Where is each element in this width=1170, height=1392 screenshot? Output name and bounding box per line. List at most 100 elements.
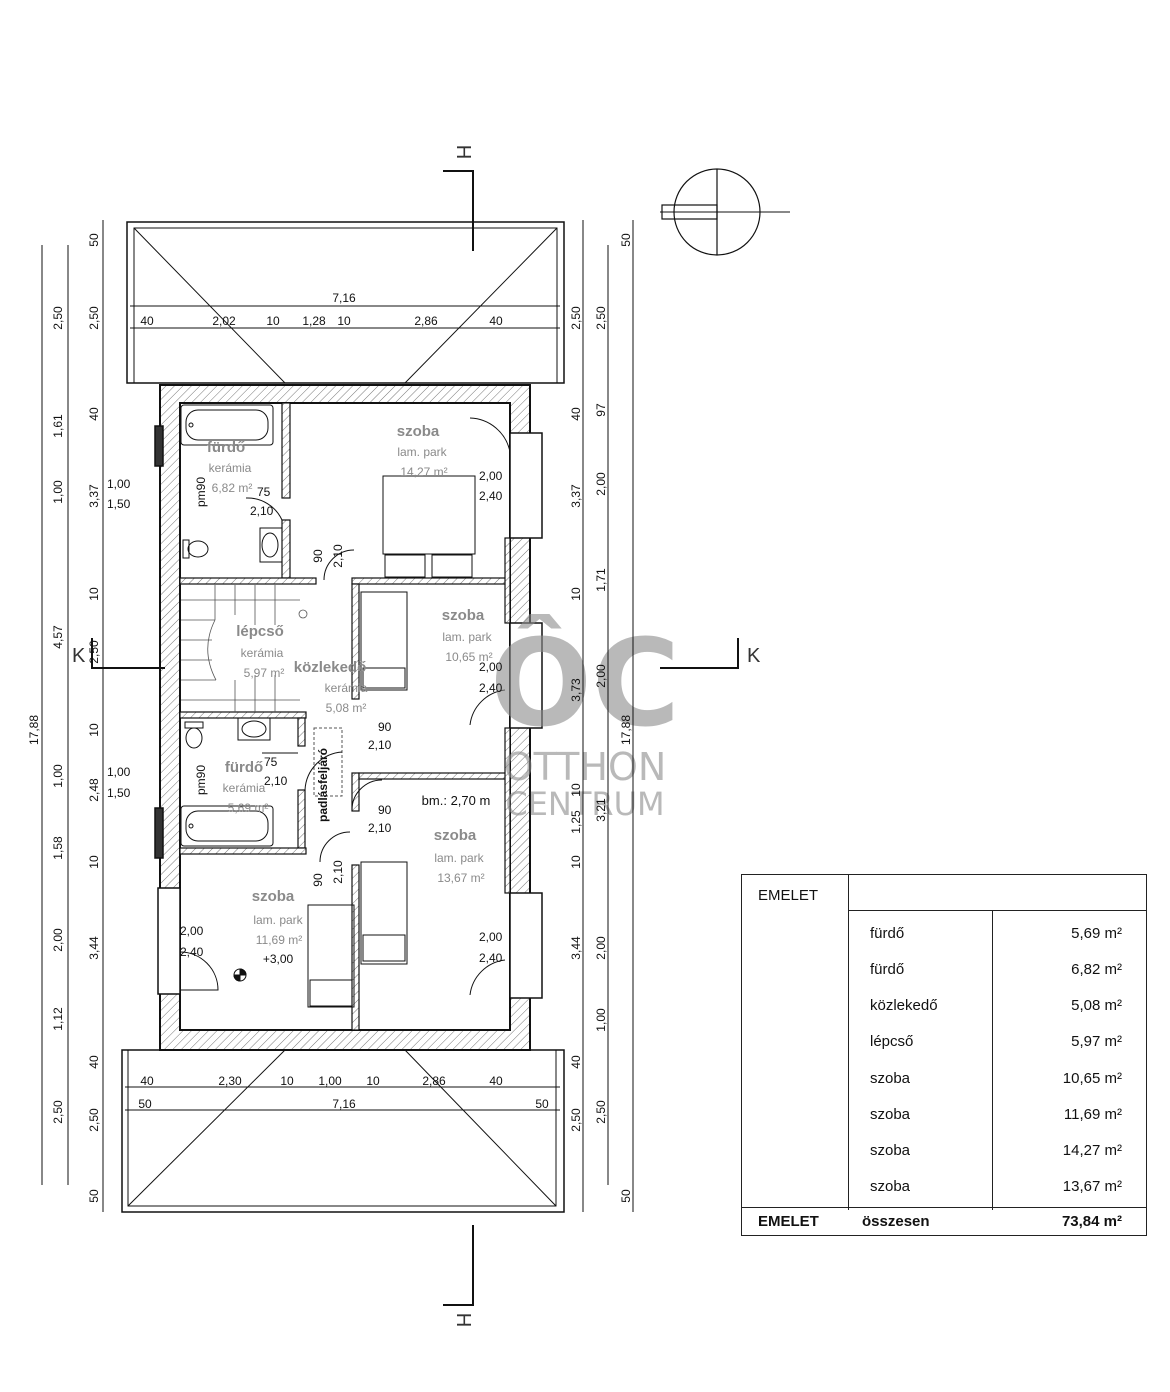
svg-text:10: 10	[87, 855, 101, 869]
svg-text:2,10: 2,10	[331, 544, 345, 568]
svg-text:75: 75	[257, 485, 271, 499]
svg-text:2,00: 2,00	[479, 660, 503, 674]
svg-text:17,88: 17,88	[27, 715, 41, 745]
svg-text:2,40: 2,40	[180, 945, 204, 959]
svg-text:6,82 m²: 6,82 m²	[212, 481, 253, 495]
svg-text:1,00: 1,00	[318, 1074, 342, 1088]
svg-text:1,00: 1,00	[51, 764, 65, 788]
svg-text:50: 50	[619, 1189, 633, 1203]
svg-text:11,69 m²: 11,69 m²	[256, 933, 302, 947]
svg-text:50: 50	[535, 1097, 549, 1111]
dim-chain-right	[582, 220, 634, 1212]
windows-left	[154, 425, 181, 995]
toilet-top-icon	[182, 539, 209, 559]
svg-text:2,02: 2,02	[212, 314, 236, 328]
svg-text:pm90: pm90	[194, 765, 208, 795]
svg-text:14,27 m²: 14,27 m²	[400, 465, 447, 479]
svg-text:2,86: 2,86	[414, 314, 438, 328]
svg-text:10: 10	[569, 587, 583, 601]
cut-line-left: K	[72, 638, 165, 669]
dim-chain-top	[130, 305, 560, 329]
room-furdo-top: fürdő kerámia 6,82 m²	[207, 439, 253, 495]
total-area: 73,84 m²	[1061, 1213, 1122, 1230]
svg-text:kerámia: kerámia	[223, 781, 266, 795]
svg-text:2,50: 2,50	[594, 1100, 608, 1124]
bed-mid-icon	[360, 591, 408, 691]
svg-text:1,00: 1,00	[51, 480, 65, 504]
table-header-cell: EMELET	[742, 875, 849, 1210]
dim-chain-bottom	[125, 1086, 560, 1111]
room-furdo-bottom: fürdő kerámia 5,69 m²	[223, 759, 269, 815]
svg-text:3,21: 3,21	[594, 798, 608, 822]
svg-text:pm90: pm90	[194, 477, 208, 507]
svg-text:lam. park: lam. park	[397, 445, 447, 459]
svg-text:kerámia: kerámia	[241, 646, 284, 660]
svg-text:50: 50	[138, 1097, 152, 1111]
bathtub-top-icon	[180, 404, 274, 446]
opening-dims: 75 2,10 90 2,10 2,00 2,40 2,00 2,40 90 2…	[107, 469, 503, 965]
svg-text:4,57: 4,57	[51, 625, 65, 649]
svg-text:2,50: 2,50	[594, 306, 608, 330]
svg-text:bm.: 2,70 m: bm.: 2,70 m	[422, 793, 491, 808]
svg-text:40: 40	[87, 407, 101, 421]
attic-hatch	[313, 727, 343, 797]
svg-text:90: 90	[378, 720, 392, 734]
svg-text:2,10: 2,10	[368, 738, 392, 752]
svg-text:5,08 m²: 5,08 m²	[326, 701, 367, 715]
svg-text:10: 10	[280, 1074, 294, 1088]
bed-bottom-icon	[307, 904, 355, 1008]
svg-text:szoba: szoba	[434, 827, 477, 844]
room-kozlekedo: közlekedő kerámia 5,08 m²	[294, 659, 368, 715]
room-szoba-top: szoba lam. park 14,27 m²	[397, 423, 448, 479]
svg-text:2,10: 2,10	[250, 504, 274, 518]
svg-text:padlásfeljáró: padlásfeljáró	[316, 748, 330, 822]
svg-text:3,37: 3,37	[87, 484, 101, 508]
svg-text:1,28: 1,28	[302, 314, 326, 328]
svg-text:H: H	[452, 145, 474, 159]
dim-chain-right-labels: 2,50 40 3,37 10 3,73 10 1,25 10 3,44 40 …	[569, 233, 633, 1203]
svg-text:1,00: 1,00	[594, 1008, 608, 1032]
table-column-divider	[992, 910, 993, 1210]
svg-text:szoba: szoba	[397, 423, 440, 440]
svg-text:40: 40	[489, 314, 503, 328]
svg-text:2,30: 2,30	[218, 1074, 242, 1088]
svg-text:2,00: 2,00	[51, 928, 65, 952]
room-szoba-mid: szoba lam. park 10,65 m²	[442, 607, 493, 664]
svg-text:3,44: 3,44	[569, 936, 583, 960]
svg-text:1,61: 1,61	[51, 414, 65, 438]
cut-line-right: K	[660, 638, 761, 669]
north-arrow-icon	[660, 168, 790, 256]
svg-text:7,16: 7,16	[332, 1097, 356, 1111]
doors	[179, 417, 511, 996]
toilet-bottom-icon	[184, 721, 204, 749]
svg-text:CENTRUM: CENTRUM	[505, 785, 664, 823]
svg-text:1,71: 1,71	[594, 568, 608, 592]
svg-text:K: K	[747, 645, 761, 667]
svg-text:fürdő: fürdő	[225, 759, 263, 776]
svg-text:10: 10	[87, 723, 101, 737]
watermark-logo: ÔC OTTHON CENTRUM	[490, 614, 680, 823]
svg-text:2,00: 2,00	[594, 472, 608, 496]
svg-text:90: 90	[378, 803, 392, 817]
svg-text:2,10: 2,10	[331, 860, 345, 884]
svg-text:10,65 m²: 10,65 m²	[445, 650, 492, 664]
svg-text:40: 40	[489, 1074, 503, 1088]
svg-text:2,50: 2,50	[51, 1100, 65, 1124]
svg-text:2,48: 2,48	[87, 778, 101, 802]
svg-text:szoba: szoba	[442, 607, 485, 624]
svg-text:2,00: 2,00	[479, 469, 503, 483]
svg-text:fürdő: fürdő	[207, 439, 245, 456]
svg-text:5,69 m²: 5,69 m²	[228, 801, 269, 815]
svg-text:lam. park: lam. park	[434, 851, 484, 865]
svg-text:10: 10	[266, 314, 280, 328]
svg-text:OTTHON: OTTHON	[504, 745, 667, 789]
misc-labels: pm90 pm90 padlásfeljáró bm.: 2,70 m	[194, 477, 490, 822]
bed-top-icon	[382, 475, 476, 578]
sink-bottom-icon	[237, 717, 271, 741]
svg-text:1,58: 1,58	[51, 836, 65, 860]
svg-text:40: 40	[140, 1074, 154, 1088]
